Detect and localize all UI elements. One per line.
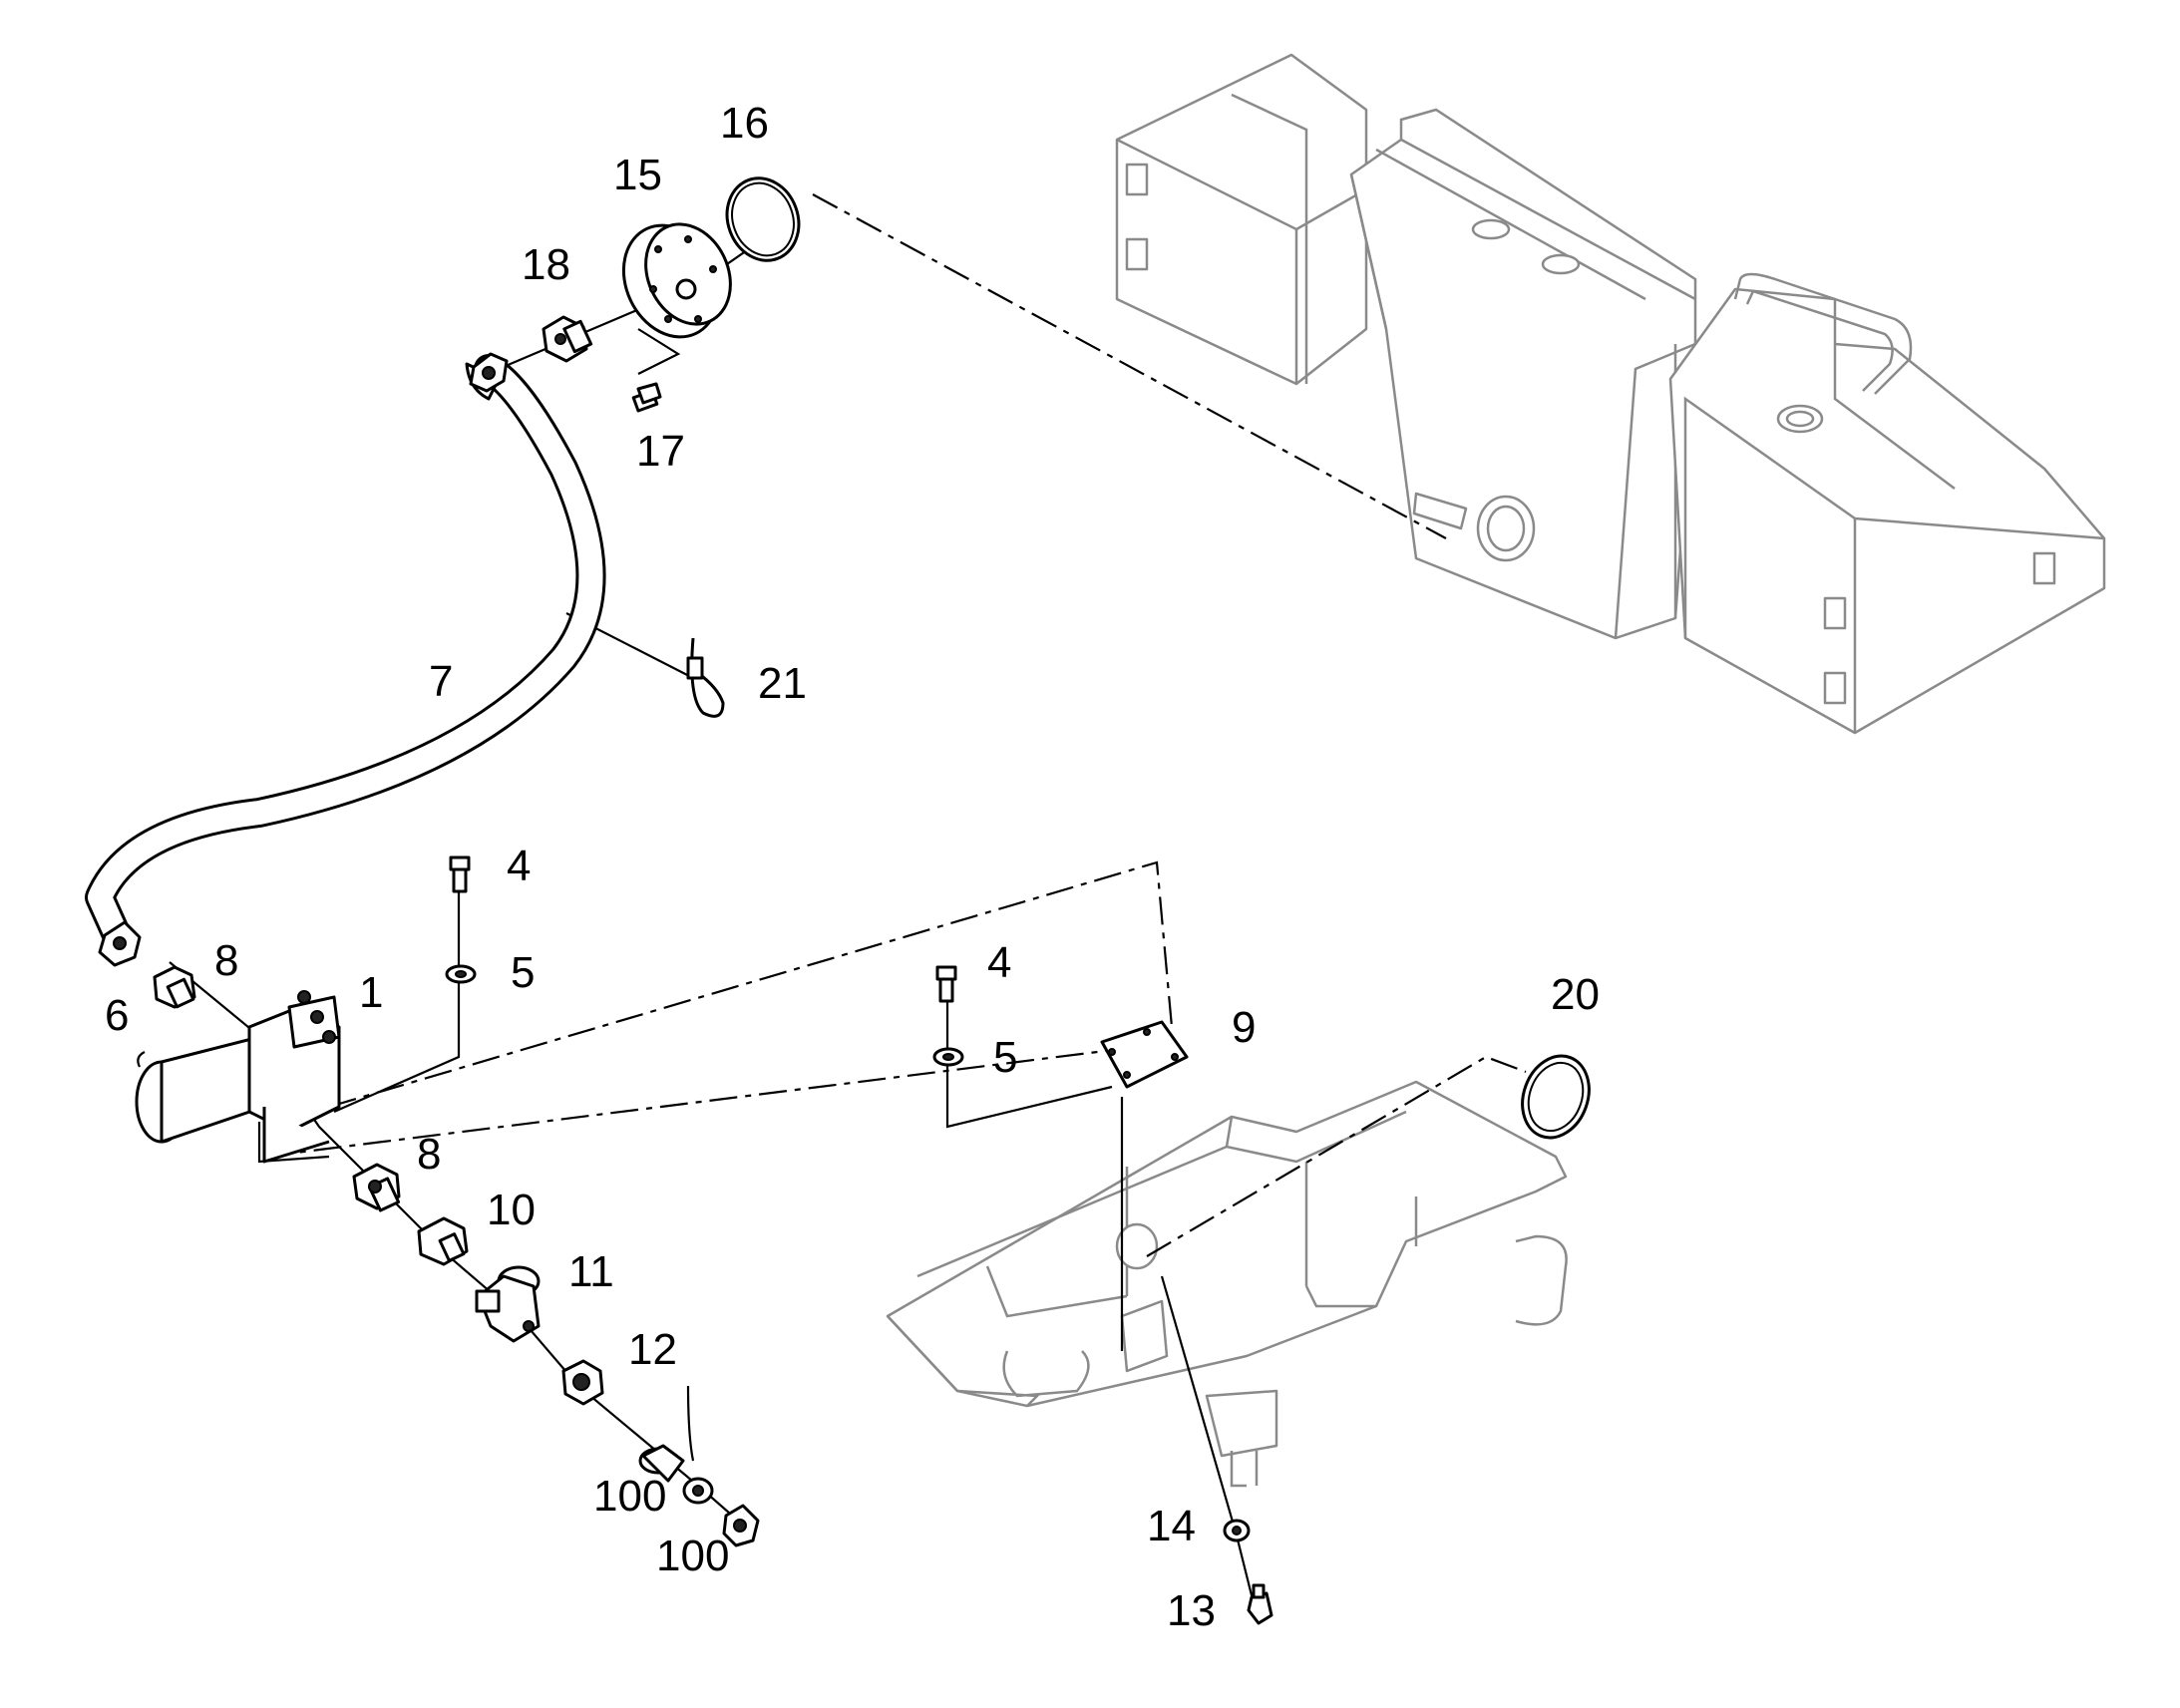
callout-8-upper: 8 (214, 936, 238, 985)
bolt-4-right (935, 965, 957, 1003)
callout-20: 20 (1551, 970, 1600, 1019)
callout-4-left: 4 (507, 842, 531, 890)
cable-tie-21 (686, 637, 725, 718)
sensor-12 (638, 1385, 695, 1483)
valve-to-plate-dash (328, 860, 1174, 1109)
seal-to-frame-dash (1146, 1055, 1527, 1257)
callout-4-right: 4 (987, 938, 1011, 987)
hose (85, 352, 606, 967)
bolt-washer-leader-right (945, 987, 1113, 1129)
washer-100 (682, 1477, 714, 1505)
washer-5-right (932, 1047, 964, 1067)
callout-10: 10 (487, 1186, 536, 1234)
bolt-13 (1247, 1583, 1273, 1625)
fitting-8-upper (153, 965, 196, 1009)
valve-bracket-dash (263, 1045, 1138, 1159)
frame-assembly-lower (886, 1080, 1568, 1488)
callout-17: 17 (636, 427, 685, 476)
flange-screw-leader (637, 328, 681, 375)
callout-21: 21 (758, 659, 807, 708)
callout-8-lower: 8 (417, 1130, 441, 1179)
plug-100 (722, 1504, 760, 1547)
callout-labels: 1 4 4 5 5 6 7 8 8 9 10 11 12 13 14 15 16… (105, 99, 1600, 1635)
fitting-8-lower (352, 1163, 401, 1212)
tee-fitting-11 (475, 1265, 541, 1343)
o-ring-16 (725, 176, 801, 262)
mounting-plate-9 (1100, 1020, 1189, 1089)
callout-6: 6 (105, 991, 129, 1040)
flange-to-tank-dash (812, 193, 1447, 539)
tank-assembly-upper (1115, 53, 2106, 735)
seal-ring-20 (1521, 1054, 1591, 1140)
callout-7: 7 (429, 657, 453, 706)
fitting-18 (542, 315, 593, 363)
callout-1: 1 (359, 968, 383, 1017)
callout-11: 11 (568, 1247, 614, 1296)
valve-bracket-leader (257, 1122, 330, 1164)
callout-15: 15 (613, 151, 662, 199)
adapter-10 (417, 1216, 469, 1266)
callout-100-lower: 100 (656, 1532, 729, 1580)
hose-end-fitting-bottom (98, 920, 142, 967)
callout-5-left: 5 (511, 948, 535, 997)
callout-9: 9 (1232, 1003, 1256, 1052)
screw-17 (631, 382, 662, 413)
washer-5-left (445, 964, 477, 984)
callout-100-upper: 100 (593, 1472, 666, 1521)
hose-end-fitting-top (469, 352, 509, 393)
nut-fitting (561, 1359, 604, 1406)
callout-18: 18 (522, 240, 570, 289)
callout-14: 14 (1147, 1502, 1196, 1550)
washer-14 (1223, 1519, 1251, 1542)
callout-16: 16 (720, 99, 769, 148)
bolt-4-left (449, 855, 471, 893)
leader-lines (169, 193, 1527, 1616)
callout-12: 12 (628, 1325, 677, 1374)
bolt-washer-leader-left (333, 877, 461, 1114)
valve-assembly-1 (135, 990, 341, 1164)
callout-13: 13 (1167, 1586, 1216, 1635)
callout-5-right: 5 (993, 1033, 1017, 1082)
flange-cover-15 (621, 222, 732, 339)
